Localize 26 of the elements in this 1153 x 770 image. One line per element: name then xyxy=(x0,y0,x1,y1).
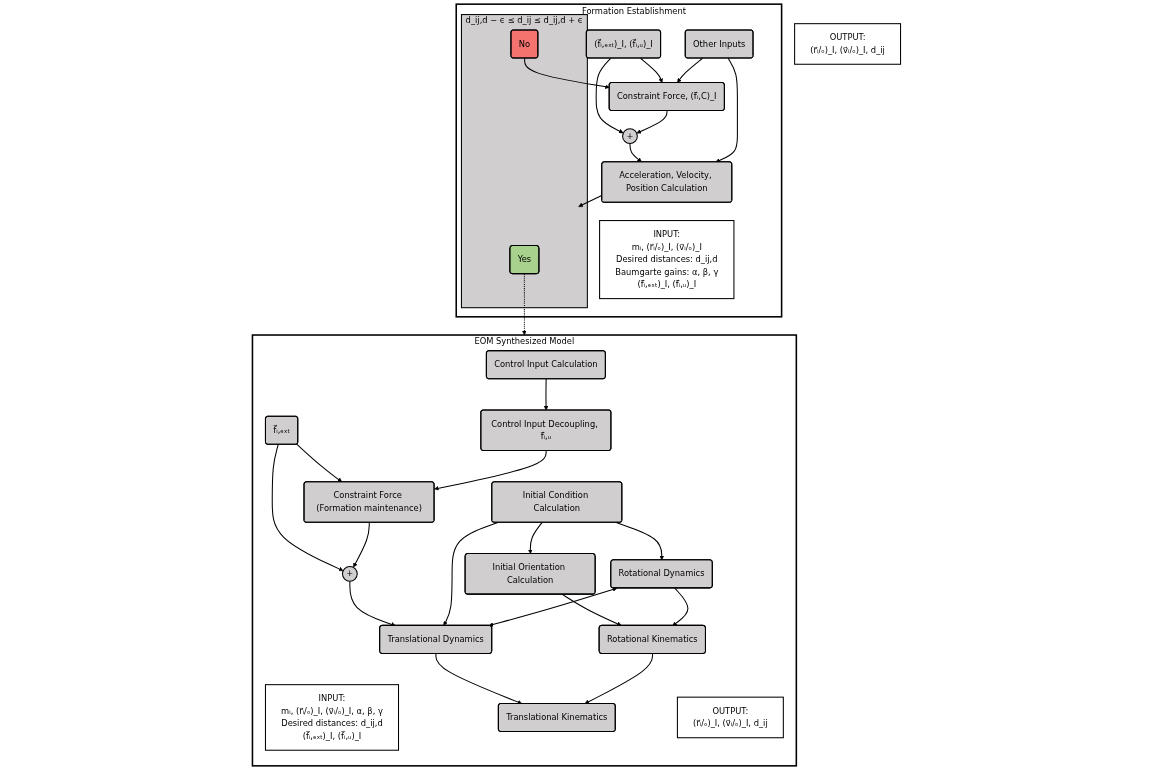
node-box: OUTPUT: (r⃗ᵢ/ₒ)_I, (v⃗ᵢ/ₒ)_I, d_ij xyxy=(676,696,784,739)
node-box: OUTPUT: (r⃗ᵢ/ₒ)_I, (v⃗ᵢ/ₒ)_I, d_ij xyxy=(794,23,902,65)
arrow xyxy=(271,444,344,572)
arrow xyxy=(636,110,668,134)
arrow xyxy=(296,443,343,483)
arrow xyxy=(629,143,642,163)
arrow xyxy=(524,57,610,89)
arrow xyxy=(677,57,704,83)
node-box: INPUT: mᵢ, (r⃗ᵢ/ₒ)_I, (v⃗ᵢ/ₒ)_I Desired distances: d_ij,d Baumgarte gains: α, β, γ (f⃗ᵢ,ₑₓₜ)_I, (f⃗ᵢ,ᵤ)_I xyxy=(599,220,735,300)
arrow xyxy=(561,593,622,626)
arrow xyxy=(528,522,543,554)
node-box: INPUT: mᵢ, (r⃗ᵢ/ₒ)_I, (v⃗ᵢ/ₒ)_I, α, β, γ Desired distances: d_ij,d (f⃗ᵢ,ₑₓₜ)_I, (f⃗ᵢ,ᵤ)_I xyxy=(264,684,400,751)
arrow xyxy=(595,57,624,134)
arrow xyxy=(353,522,370,568)
arrow xyxy=(672,587,689,626)
arrow xyxy=(522,273,527,336)
arrow xyxy=(488,587,618,627)
arrow xyxy=(434,450,547,491)
arrow xyxy=(435,653,523,705)
node-circle: + xyxy=(341,565,358,582)
arrow xyxy=(715,57,738,163)
arrow xyxy=(640,57,663,83)
arrow xyxy=(543,378,549,411)
arrow xyxy=(584,653,654,704)
arrow xyxy=(349,580,396,627)
node-circle: + xyxy=(622,128,638,145)
